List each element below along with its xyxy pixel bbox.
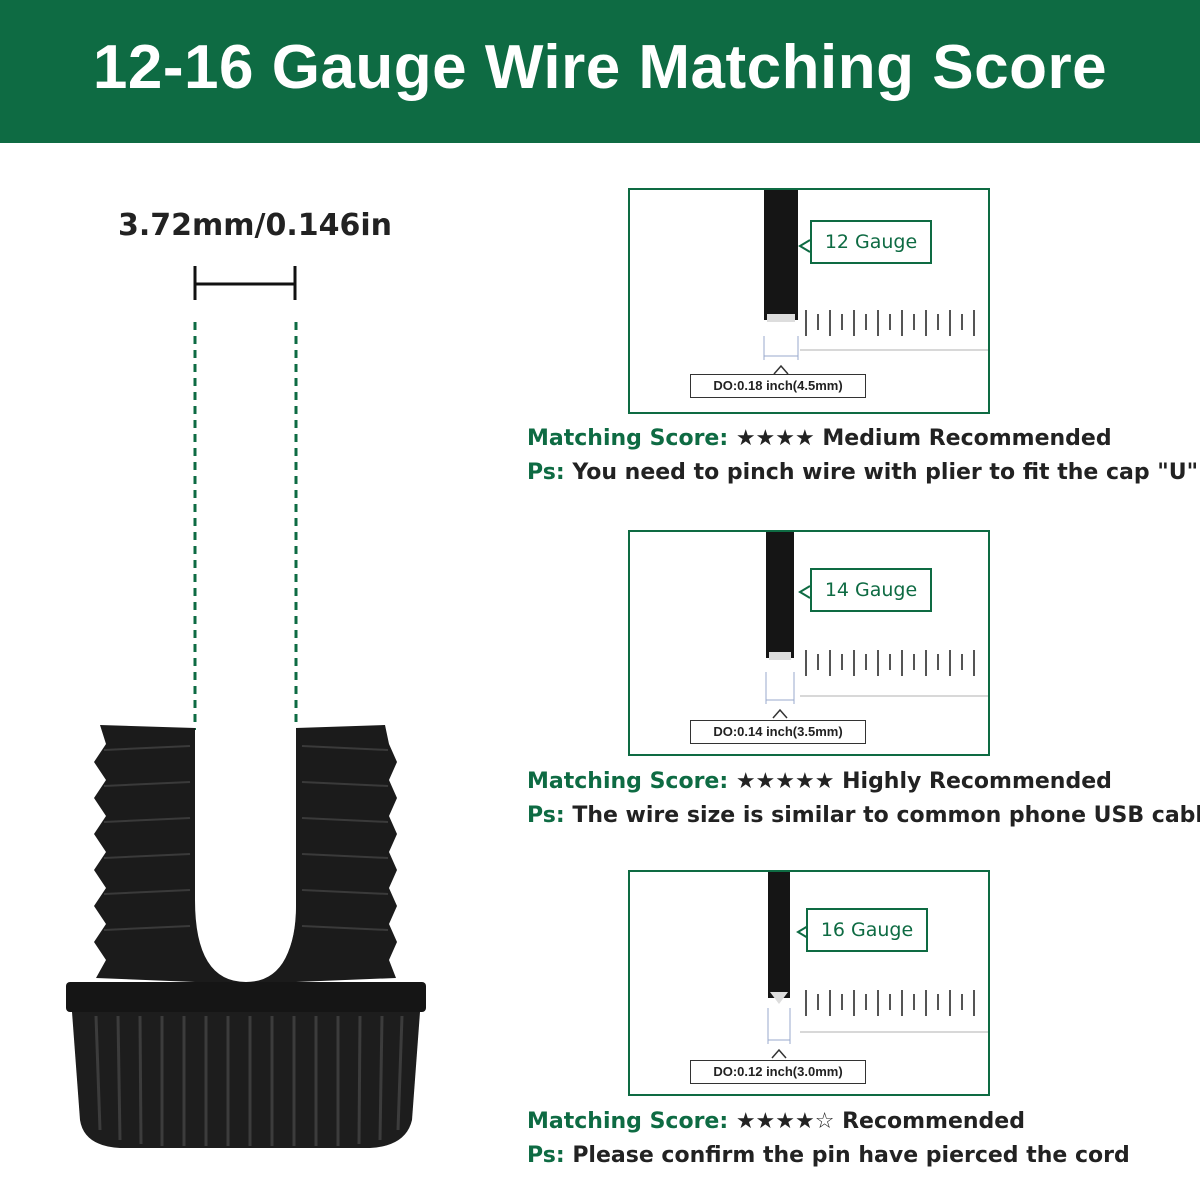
ruler-illustration [767, 872, 988, 1059]
ps-text: Please confirm the pin have pierced the … [572, 1143, 1130, 1168]
outer-diameter-label: DO:0.18 inch(4.5mm) [690, 374, 866, 398]
ps-text: The wire size is similar to common phone… [572, 803, 1200, 828]
ruler-illustration [763, 190, 988, 375]
ps-key: Ps: [527, 460, 565, 485]
score-key: Matching Score: [527, 769, 729, 794]
ps-key: Ps: [527, 1143, 565, 1168]
outer-diameter-label: DO:0.14 inch(3.5mm) [690, 720, 866, 744]
header-banner: 12-16 Gauge Wire Matching Score [0, 0, 1200, 143]
score-info-12: Matching Score: ★★★★ Medium Recommended … [527, 422, 1200, 490]
score-info-14: Matching Score: ★★★★★ Highly Recommended… [527, 765, 1200, 833]
gauge-panel-12: 12 Gauge DO:0.18 inch(4.5mm) [628, 188, 990, 414]
score-key: Matching Score: [527, 426, 729, 451]
score-key: Matching Score: [527, 1109, 729, 1134]
star-rating: ★★★★ [735, 426, 815, 451]
gauge-panel-16: 16 Gauge DO:0.12 inch(3.0mm) [628, 870, 990, 1096]
dimension-label: 3.72mm/0.146in [118, 208, 393, 243]
cap-knurled-base [72, 1012, 420, 1148]
star-rating: ★★★★☆ [735, 1109, 835, 1134]
gauge-label: 16 Gauge [806, 908, 928, 952]
gauge-panel-14: 14 Gauge DO:0.14 inch(3.5mm) [628, 530, 990, 756]
cap-thread-left [94, 725, 195, 982]
ruler-illustration [765, 532, 988, 719]
gauge-label: 12 Gauge [810, 220, 932, 264]
rating-text: Highly Recommended [842, 769, 1112, 794]
cap-u-slot [195, 900, 296, 985]
rating-text: Recommended [842, 1109, 1025, 1134]
outer-diameter-label: DO:0.12 inch(3.0mm) [690, 1060, 866, 1084]
ps-key: Ps: [527, 803, 565, 828]
star-rating: ★★★★★ [735, 769, 835, 794]
ps-text: You need to pinch wire with plier to fit… [572, 460, 1199, 485]
cap-flange [66, 982, 426, 1012]
rating-text: Medium Recommended [822, 426, 1112, 451]
gauge-label: 14 Gauge [810, 568, 932, 612]
wire-cap-illustration [66, 266, 426, 1148]
score-info-16: Matching Score: ★★★★☆ Recommended Ps: Pl… [527, 1105, 1200, 1173]
cap-thread-right [296, 725, 397, 982]
page-title: 12-16 Gauge Wire Matching Score [92, 33, 1108, 102]
